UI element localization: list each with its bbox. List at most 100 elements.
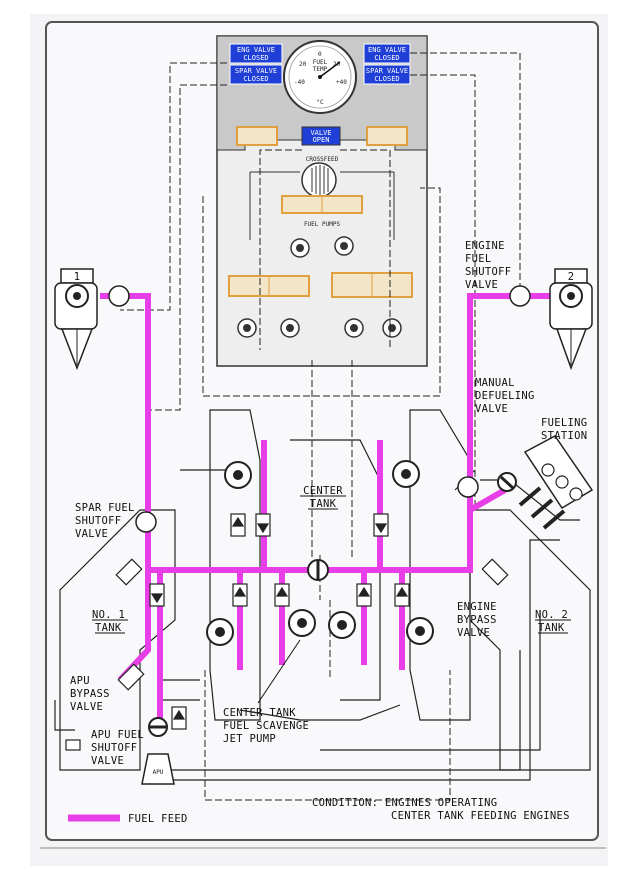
- spar-valve-right-line1: SPAR VALVE: [366, 67, 408, 75]
- engine-1: 1: [54, 268, 98, 371]
- gauge-needle: [319, 61, 341, 78]
- center-pump-left: [224, 461, 252, 489]
- sfsv-line1: SPAR FUEL: [75, 502, 135, 514]
- no1-line1: NO. 1: [92, 609, 125, 621]
- left-filter-bypass-light: [236, 126, 278, 146]
- gauge-scale-max: +40: [336, 79, 347, 86]
- apu-fuel-shutoff-valve-label: APU FUEL SHUTOFF VALVE: [91, 729, 144, 767]
- spar-fuel-shutoff-valve-1: [135, 511, 157, 533]
- spar-fuel-shutoff-valve-label: SPAR FUEL SHUTOFF VALVE: [75, 502, 135, 540]
- crossfeed-label: CROSSFEED: [306, 156, 339, 163]
- scav-line3: JET PUMP: [223, 733, 276, 745]
- spar-valve-left-line2: CLOSED: [243, 75, 268, 83]
- abv-line1: APU: [70, 675, 90, 687]
- condition-note: CONDITION: ENGINES OPERATING CENTER TANK…: [312, 797, 570, 822]
- center-tank-label: CENTER TANK: [300, 485, 346, 510]
- engine-2-fuel-shutoff-valve: [509, 285, 531, 307]
- afsv-line1: APU FUEL: [91, 729, 144, 741]
- gauge-scale-2: 20: [299, 61, 307, 68]
- tank-structure: [54, 409, 591, 781]
- legend-fuel-feed-label: FUEL FEED: [128, 813, 188, 825]
- engine-bypass-valve-label: ENGINE BYPASS VALVE: [457, 601, 497, 639]
- center-pump-right-switch[interactable]: [334, 236, 354, 256]
- spar-valve-left-light: SPAR VALVE CLOSED: [229, 64, 283, 85]
- engine-2-number: 2: [568, 271, 575, 283]
- tank1-aft-pump: [206, 618, 234, 646]
- control-wiring: [120, 52, 521, 801]
- apu-label: APU: [153, 769, 164, 776]
- abv-line3: VALVE: [70, 701, 103, 713]
- condition-line2: CENTER TANK FEEDING ENGINES: [391, 810, 570, 822]
- eng-valve-right-light: ENG VALVE CLOSED: [363, 43, 411, 64]
- center-pump-right: [392, 460, 420, 488]
- apu-bypass-valve-label: APU BYPASS VALVE: [70, 675, 109, 713]
- tank2-fwd-pump-switch[interactable]: [344, 318, 364, 338]
- eng-valve-right-line1: ENG VALVE: [368, 46, 406, 54]
- legend: FUEL FEED: [68, 813, 188, 825]
- ebv-line1: ENGINE: [457, 601, 497, 613]
- scav-line2: FUEL SCAVENGE: [223, 720, 309, 732]
- gauge-text-temp: TEMP: [313, 66, 328, 73]
- gauge-text-fuel: FUEL: [313, 59, 328, 66]
- fuel-control-panel: ENG VALVE CLOSED SPAR VALVE CLOSED ENG V…: [216, 35, 428, 367]
- ct-line1: CENTER: [303, 485, 343, 497]
- sfsv-line2: SHUTOFF: [75, 515, 121, 527]
- apu-fuel-shutoff-valve: [148, 717, 168, 737]
- efsv-line3: SHUTOFF: [465, 266, 511, 278]
- center-tank-scavenge-label: CENTER TANK FUEL SCAVENGE JET PUMP: [223, 639, 309, 745]
- efsv-line1: ENGINE: [465, 240, 505, 252]
- tank2-aft-pump-switch[interactable]: [382, 318, 402, 338]
- no2-tank-label: NO. 2 TANK: [535, 609, 571, 634]
- no2-line2: TANK: [538, 622, 565, 634]
- apu-unit: APU: [141, 753, 175, 785]
- spar-fuel-shutoff-valve-2: [457, 476, 479, 498]
- tank1-fwd-pump-switch[interactable]: [280, 318, 300, 338]
- diagram-frame: [45, 21, 599, 841]
- eng-valve-left-line1: ENG VALVE: [237, 46, 275, 54]
- tank1-aft-pump-switch[interactable]: [237, 318, 257, 338]
- center-pump-left-switch[interactable]: [290, 238, 310, 258]
- crossfeed-selector[interactable]: [301, 162, 337, 198]
- gauge-unit: °C: [316, 99, 324, 106]
- no2-line1: NO. 2: [535, 609, 568, 621]
- ebv-line3: VALVE: [457, 627, 490, 639]
- valve-open-line2: OPEN: [313, 136, 330, 144]
- apu-bypass-valve: [65, 739, 81, 751]
- fs-line2: STATION: [541, 430, 587, 442]
- efsv-line4: VALVE: [465, 279, 498, 291]
- fueling-station-label: FUELING STATION: [541, 417, 587, 442]
- no1-line2: TANK: [95, 622, 122, 634]
- fs-line1: FUELING: [541, 417, 587, 429]
- gauge-scale-min: -40: [294, 79, 305, 86]
- engine-fuel-shutoff-valve-label: ENGINE FUEL SHUTOFF VALVE: [465, 240, 511, 291]
- engine-1-number: 1: [74, 271, 81, 283]
- mdv-line3: VALVE: [475, 403, 508, 415]
- eng-valve-left-light: ENG VALVE CLOSED: [229, 43, 283, 64]
- tank1-fwd-pump: [288, 609, 316, 637]
- valve-open-line1: VALVE: [310, 129, 331, 137]
- scav-line1: CENTER TANK: [223, 707, 296, 719]
- afsv-line2: SHUTOFF: [91, 742, 137, 754]
- efsv-line2: FUEL: [465, 253, 492, 265]
- spar-valve-left-line1: SPAR VALVE: [235, 67, 277, 75]
- mdv-line1: MANUAL: [475, 377, 515, 389]
- right-filter-bypass-light: [366, 126, 408, 146]
- spar-valve-right-light: SPAR VALVE CLOSED: [363, 64, 411, 85]
- no1-tank-label: NO. 1 TANK: [92, 609, 128, 634]
- eng-valve-left-line2: CLOSED: [243, 54, 268, 62]
- ct-line2: TANK: [310, 498, 337, 510]
- fuel-pumps-label: FUEL PUMPS: [304, 221, 341, 228]
- spar-valve-right-line2: CLOSED: [374, 75, 399, 83]
- mdv-line2: DEFUELING: [475, 390, 535, 402]
- condition-line1: CONDITION: ENGINES OPERATING: [312, 797, 497, 809]
- tank2-aft-pump: [406, 617, 434, 645]
- manual-defueling-valve-label: MANUAL DEFUELING VALVE: [475, 377, 535, 415]
- check-valves: [115, 513, 509, 730]
- valve-open-light: VALVE OPEN: [301, 126, 341, 146]
- afsv-line3: VALVE: [91, 755, 124, 767]
- gauge-scale-3: 0: [318, 51, 322, 58]
- ebv-line2: BYPASS: [457, 614, 497, 626]
- fueling-station: [518, 435, 594, 530]
- fuel-temp-gauge: -40 20 0 20 +40 FUEL TEMP °C: [283, 40, 357, 114]
